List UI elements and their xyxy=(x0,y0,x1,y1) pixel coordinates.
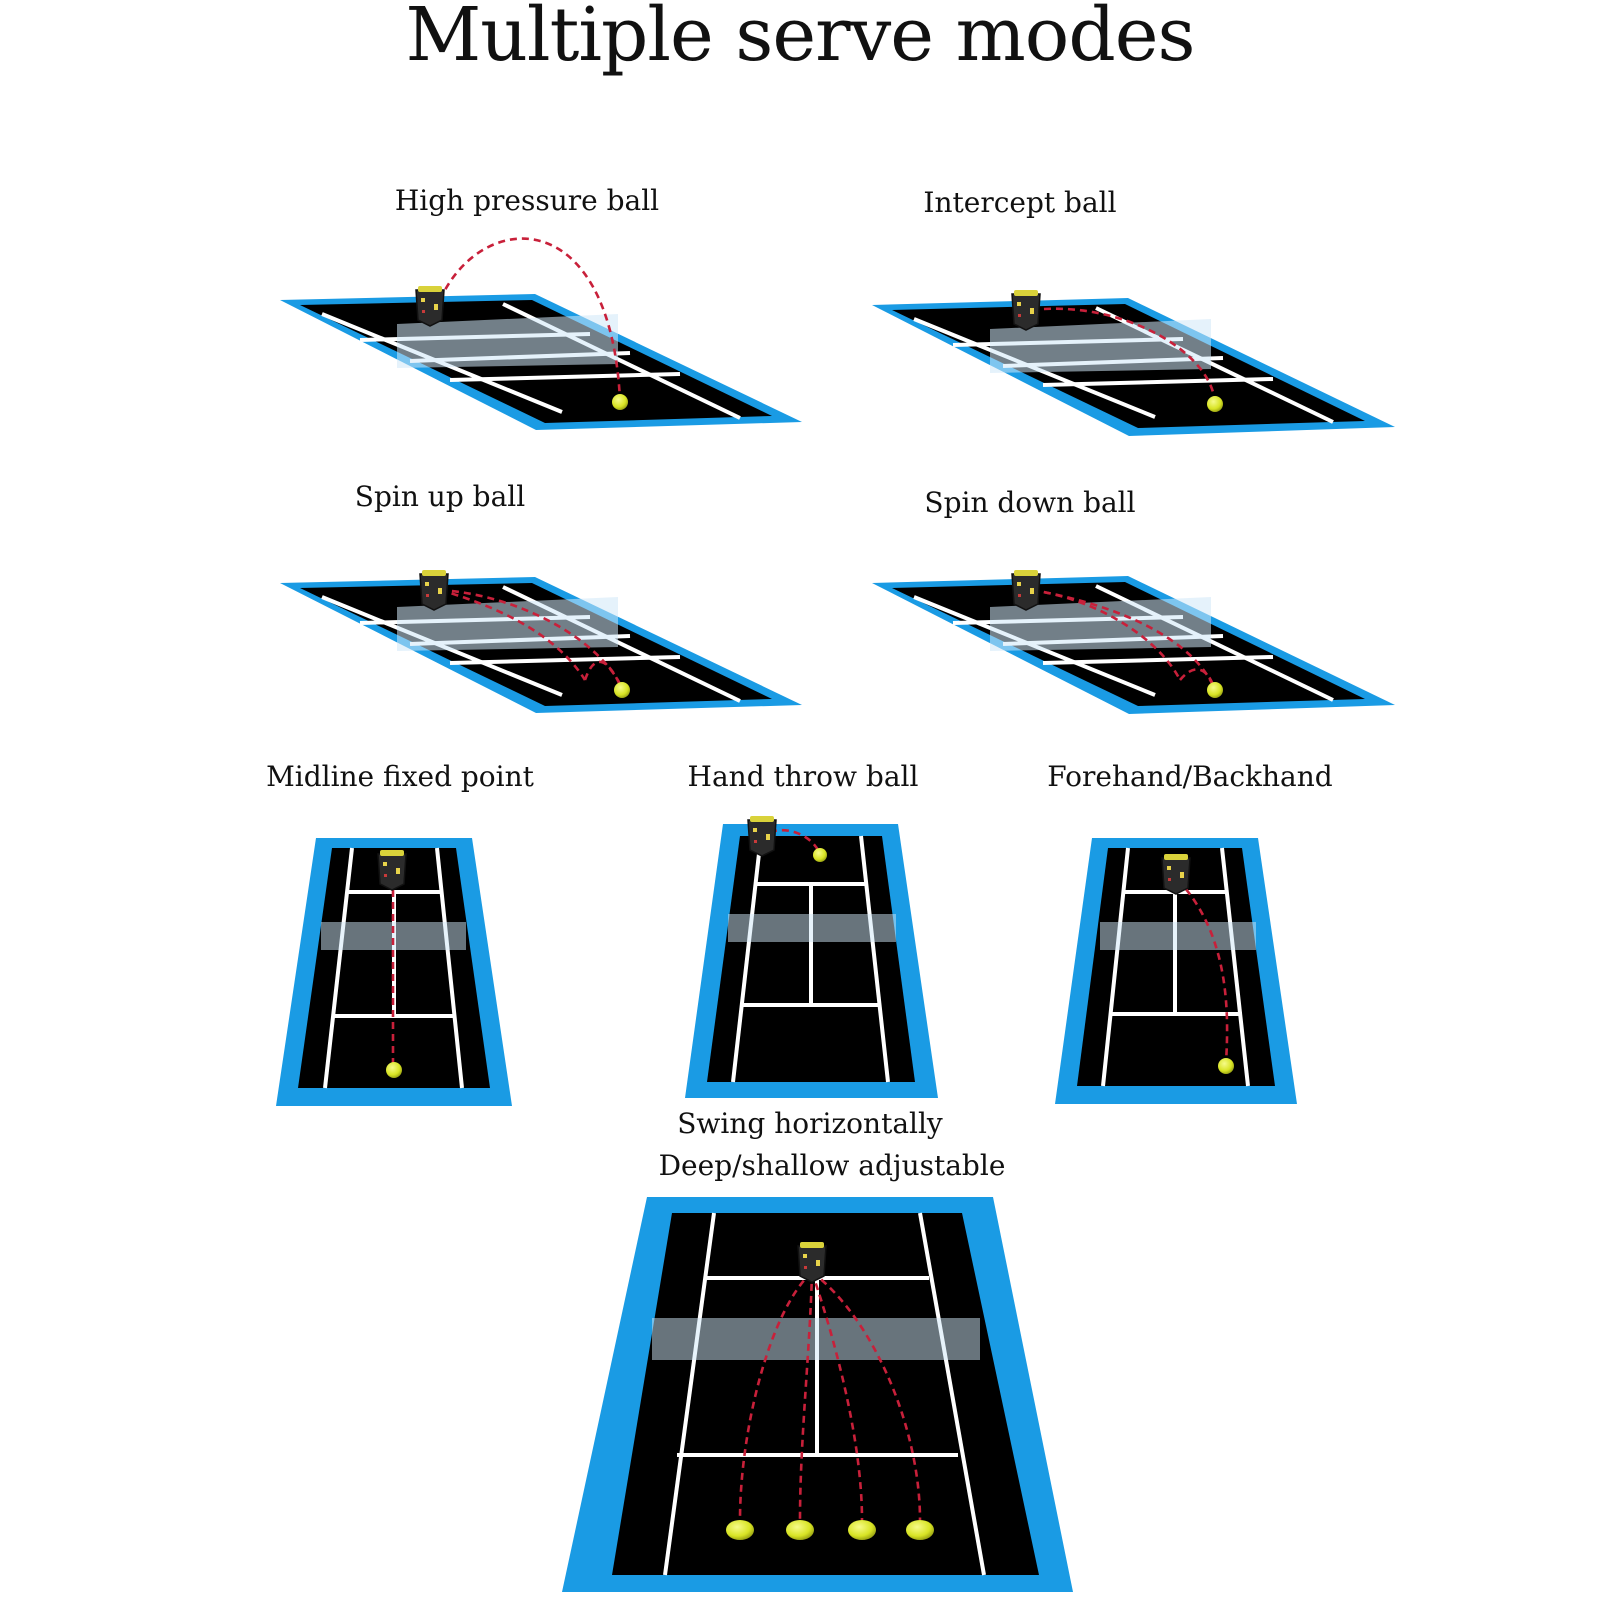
court-spin-down xyxy=(872,576,1395,714)
ball-machine xyxy=(1161,853,1191,895)
ball-machine xyxy=(415,285,445,327)
net xyxy=(1100,922,1256,950)
court-intercept xyxy=(872,298,1395,436)
tennis-ball xyxy=(786,1520,814,1540)
court-hand-throw xyxy=(685,824,938,1098)
mode-label-hand-throw: Hand throw ball xyxy=(688,760,919,793)
trajectory-high-pressure xyxy=(438,237,622,401)
court-swing xyxy=(562,1197,1073,1592)
trajectory-swing-4 xyxy=(811,1270,922,1521)
mode-midline-fixed-point: Midline fixed point xyxy=(266,760,535,1106)
net xyxy=(652,1318,980,1360)
mode-label-intercept: Intercept ball xyxy=(923,186,1116,219)
mode-forehand-backhand: Forehand/Backhand xyxy=(1047,760,1333,1104)
tennis-ball xyxy=(906,1520,934,1540)
ball-machine xyxy=(747,815,777,857)
tennis-ball xyxy=(848,1520,876,1540)
ball-machine xyxy=(1011,569,1041,611)
tennis-ball xyxy=(726,1520,754,1540)
mode-label-forehand-backhand: Forehand/Backhand xyxy=(1047,760,1333,793)
mode-intercept-ball: Intercept ball xyxy=(872,186,1395,436)
tennis-ball xyxy=(1218,1058,1234,1074)
net xyxy=(397,314,618,368)
tennis-ball xyxy=(813,848,827,862)
net xyxy=(728,914,896,942)
mode-label-spin-down: Spin down ball xyxy=(924,486,1135,519)
page-title: Multiple serve modes xyxy=(406,0,1195,78)
mode-swing-horizontally: Swing horizontally Deep/shallow adjustab… xyxy=(562,1107,1073,1592)
tennis-ball xyxy=(386,1062,402,1078)
ball-machine xyxy=(377,849,407,891)
mode-label-high-pressure: High pressure ball xyxy=(395,184,659,217)
tennis-ball xyxy=(1207,682,1223,698)
mode-spin-down-ball: Spin down ball xyxy=(872,486,1395,714)
trajectory-swing-2 xyxy=(798,1271,814,1521)
net xyxy=(990,319,1211,373)
trajectory-forehand-backhand xyxy=(1177,879,1229,1063)
ball-machine xyxy=(1011,289,1041,331)
tennis-ball xyxy=(614,682,630,698)
court-forehand-backhand xyxy=(1055,838,1297,1104)
court-spin-up xyxy=(280,577,802,713)
mode-label-deep-shallow: Deep/shallow adjustable xyxy=(659,1149,1006,1182)
mode-hand-throw-ball: Hand throw ball xyxy=(685,760,938,1098)
trajectory-spin-up-3 xyxy=(439,588,624,689)
trajectory-spin-up-1 xyxy=(439,588,587,681)
tennis-ball xyxy=(1207,396,1223,412)
tennis-ball xyxy=(612,394,628,410)
ball-machine xyxy=(419,569,449,611)
mode-spin-up-ball: Spin up ball xyxy=(280,480,802,713)
trajectory-swing-3 xyxy=(810,1271,864,1521)
court-high-pressure xyxy=(280,294,802,430)
mode-label-spin-up: Spin up ball xyxy=(355,480,525,513)
ball-machine xyxy=(797,1241,827,1283)
mode-label-swing: Swing horizontally xyxy=(677,1107,943,1140)
trajectory-intercept xyxy=(1031,307,1217,403)
net xyxy=(397,597,618,651)
mode-high-pressure-ball: High pressure ball xyxy=(280,184,802,430)
trajectory-spin-down-3 xyxy=(1179,668,1217,691)
trajectory-swing-1 xyxy=(738,1271,813,1521)
net xyxy=(990,597,1211,651)
mode-label-midline: Midline fixed point xyxy=(266,760,535,793)
